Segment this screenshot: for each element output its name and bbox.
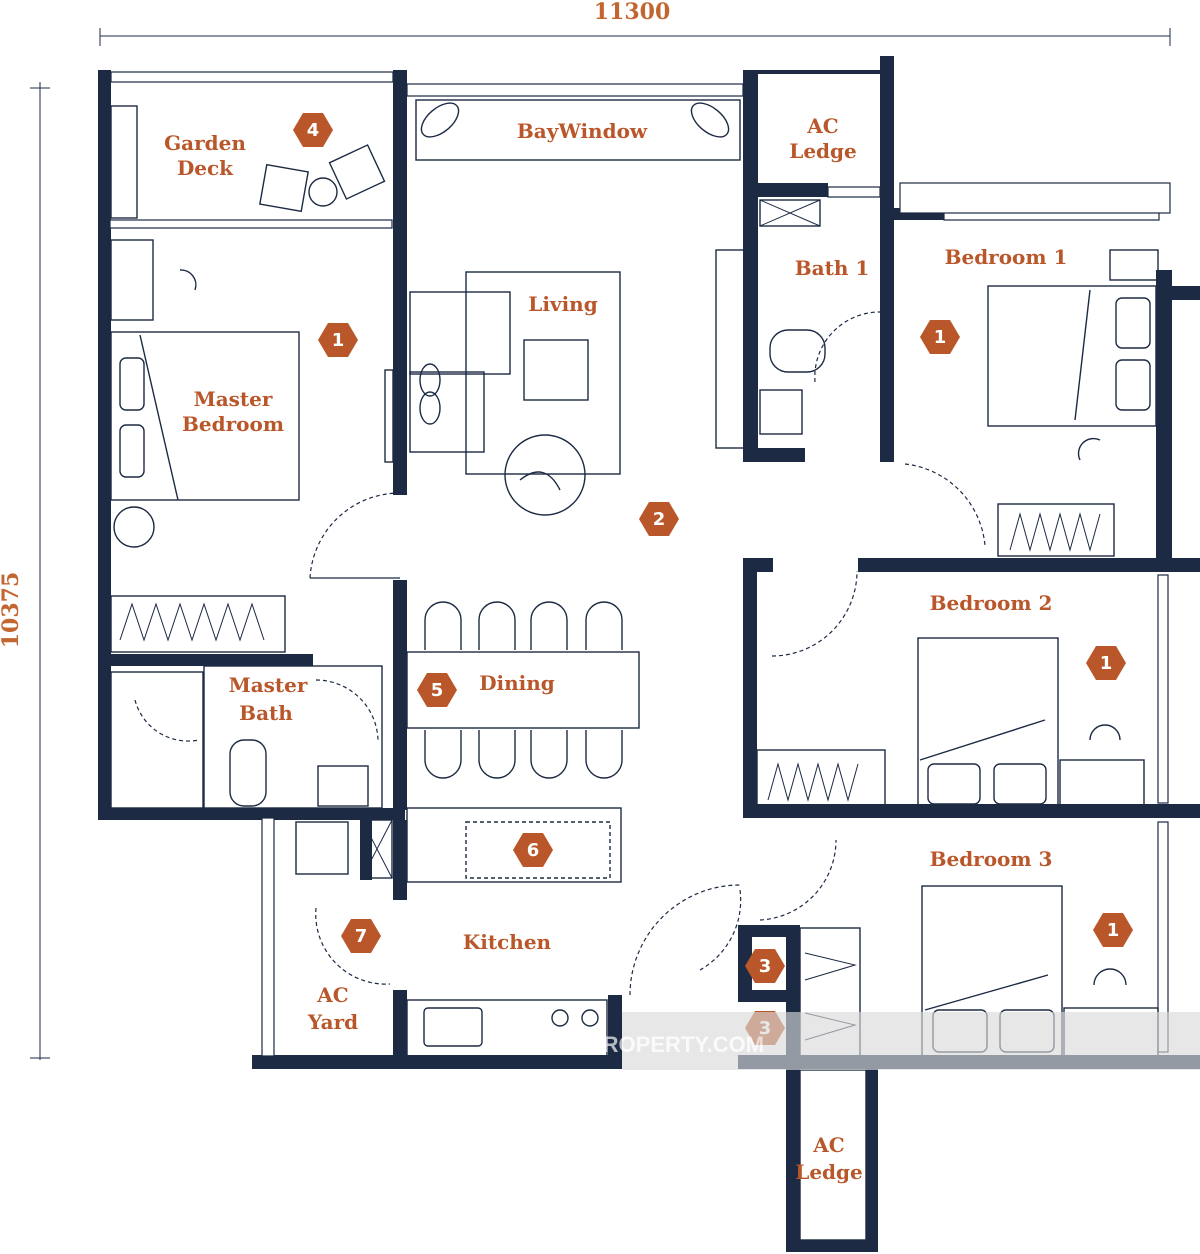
marker-island: 6 [513, 833, 553, 867]
room-labels: Garden Deck BayWindow AC Ledge Living Ba… [164, 114, 1067, 1184]
marker-garden-deck: 4 [293, 113, 333, 147]
label-ac-yard-2: Yard [307, 1010, 358, 1034]
label-dining: Dining [479, 671, 555, 695]
label-master-bath-1: Master [229, 673, 308, 697]
height-label: 10375 [0, 572, 24, 649]
label-master-bedroom-2: Bedroom [182, 412, 284, 436]
height-dimension: 10375 [0, 82, 50, 1060]
label-ac-ledge-top-2: Ledge [789, 139, 856, 163]
label-bay-window: BayWindow [517, 119, 648, 143]
label-ac-ledge-bottom-1: AC [812, 1133, 844, 1157]
marker-bedroom3: 1 [1093, 913, 1133, 947]
marker-bedroom2: 1 [1086, 646, 1126, 680]
label-bath1: Bath 1 [795, 256, 870, 280]
svg-text:4: 4 [307, 120, 320, 141]
label-ac-ledge-bottom-2: Ledge [795, 1160, 862, 1184]
label-garden-deck-2: Deck [177, 156, 234, 180]
marker-ac-yard: 7 [341, 919, 381, 953]
marker-dining: 5 [417, 673, 457, 707]
svg-text:2: 2 [653, 509, 666, 530]
label-ac-yard-1: AC [316, 983, 348, 1007]
svg-text:1: 1 [1107, 920, 1120, 941]
watermark-site: PROPERTY.COM [588, 1032, 764, 1057]
label-bedroom3: Bedroom 3 [930, 847, 1053, 871]
width-dimension: 11300 [99, 0, 1171, 46]
marker-living-dining: 2 [639, 502, 679, 536]
svg-text:5: 5 [431, 680, 444, 701]
svg-text:1: 1 [934, 327, 947, 348]
label-garden-deck-1: Garden [164, 131, 246, 155]
label-master-bedroom-1: Master [194, 387, 273, 411]
label-bedroom2: Bedroom 2 [930, 591, 1053, 615]
windows [109, 71, 1171, 1057]
watermark-brand: H99 [505, 1022, 567, 1060]
label-living: Living [528, 292, 597, 316]
svg-text:1: 1 [332, 330, 345, 351]
svg-text:1: 1 [1100, 653, 1113, 674]
label-bedroom1: Bedroom 1 [945, 245, 1068, 269]
doors [134, 311, 986, 996]
label-kitchen: Kitchen [463, 930, 552, 954]
svg-text:3: 3 [759, 956, 772, 977]
watermark: H99 PROPERTY.COM [505, 1012, 1200, 1070]
walls [98, 56, 1200, 1252]
svg-text:6: 6 [527, 840, 540, 861]
label-master-bath-2: Bath [239, 701, 293, 725]
width-label: 11300 [594, 0, 671, 25]
marker-store-a: 3 [745, 949, 785, 983]
marker-master-bedroom: 1 [318, 323, 358, 357]
svg-text:7: 7 [355, 926, 368, 947]
label-ac-ledge-top-1: AC [806, 114, 838, 138]
marker-bedroom1: 1 [920, 320, 960, 354]
